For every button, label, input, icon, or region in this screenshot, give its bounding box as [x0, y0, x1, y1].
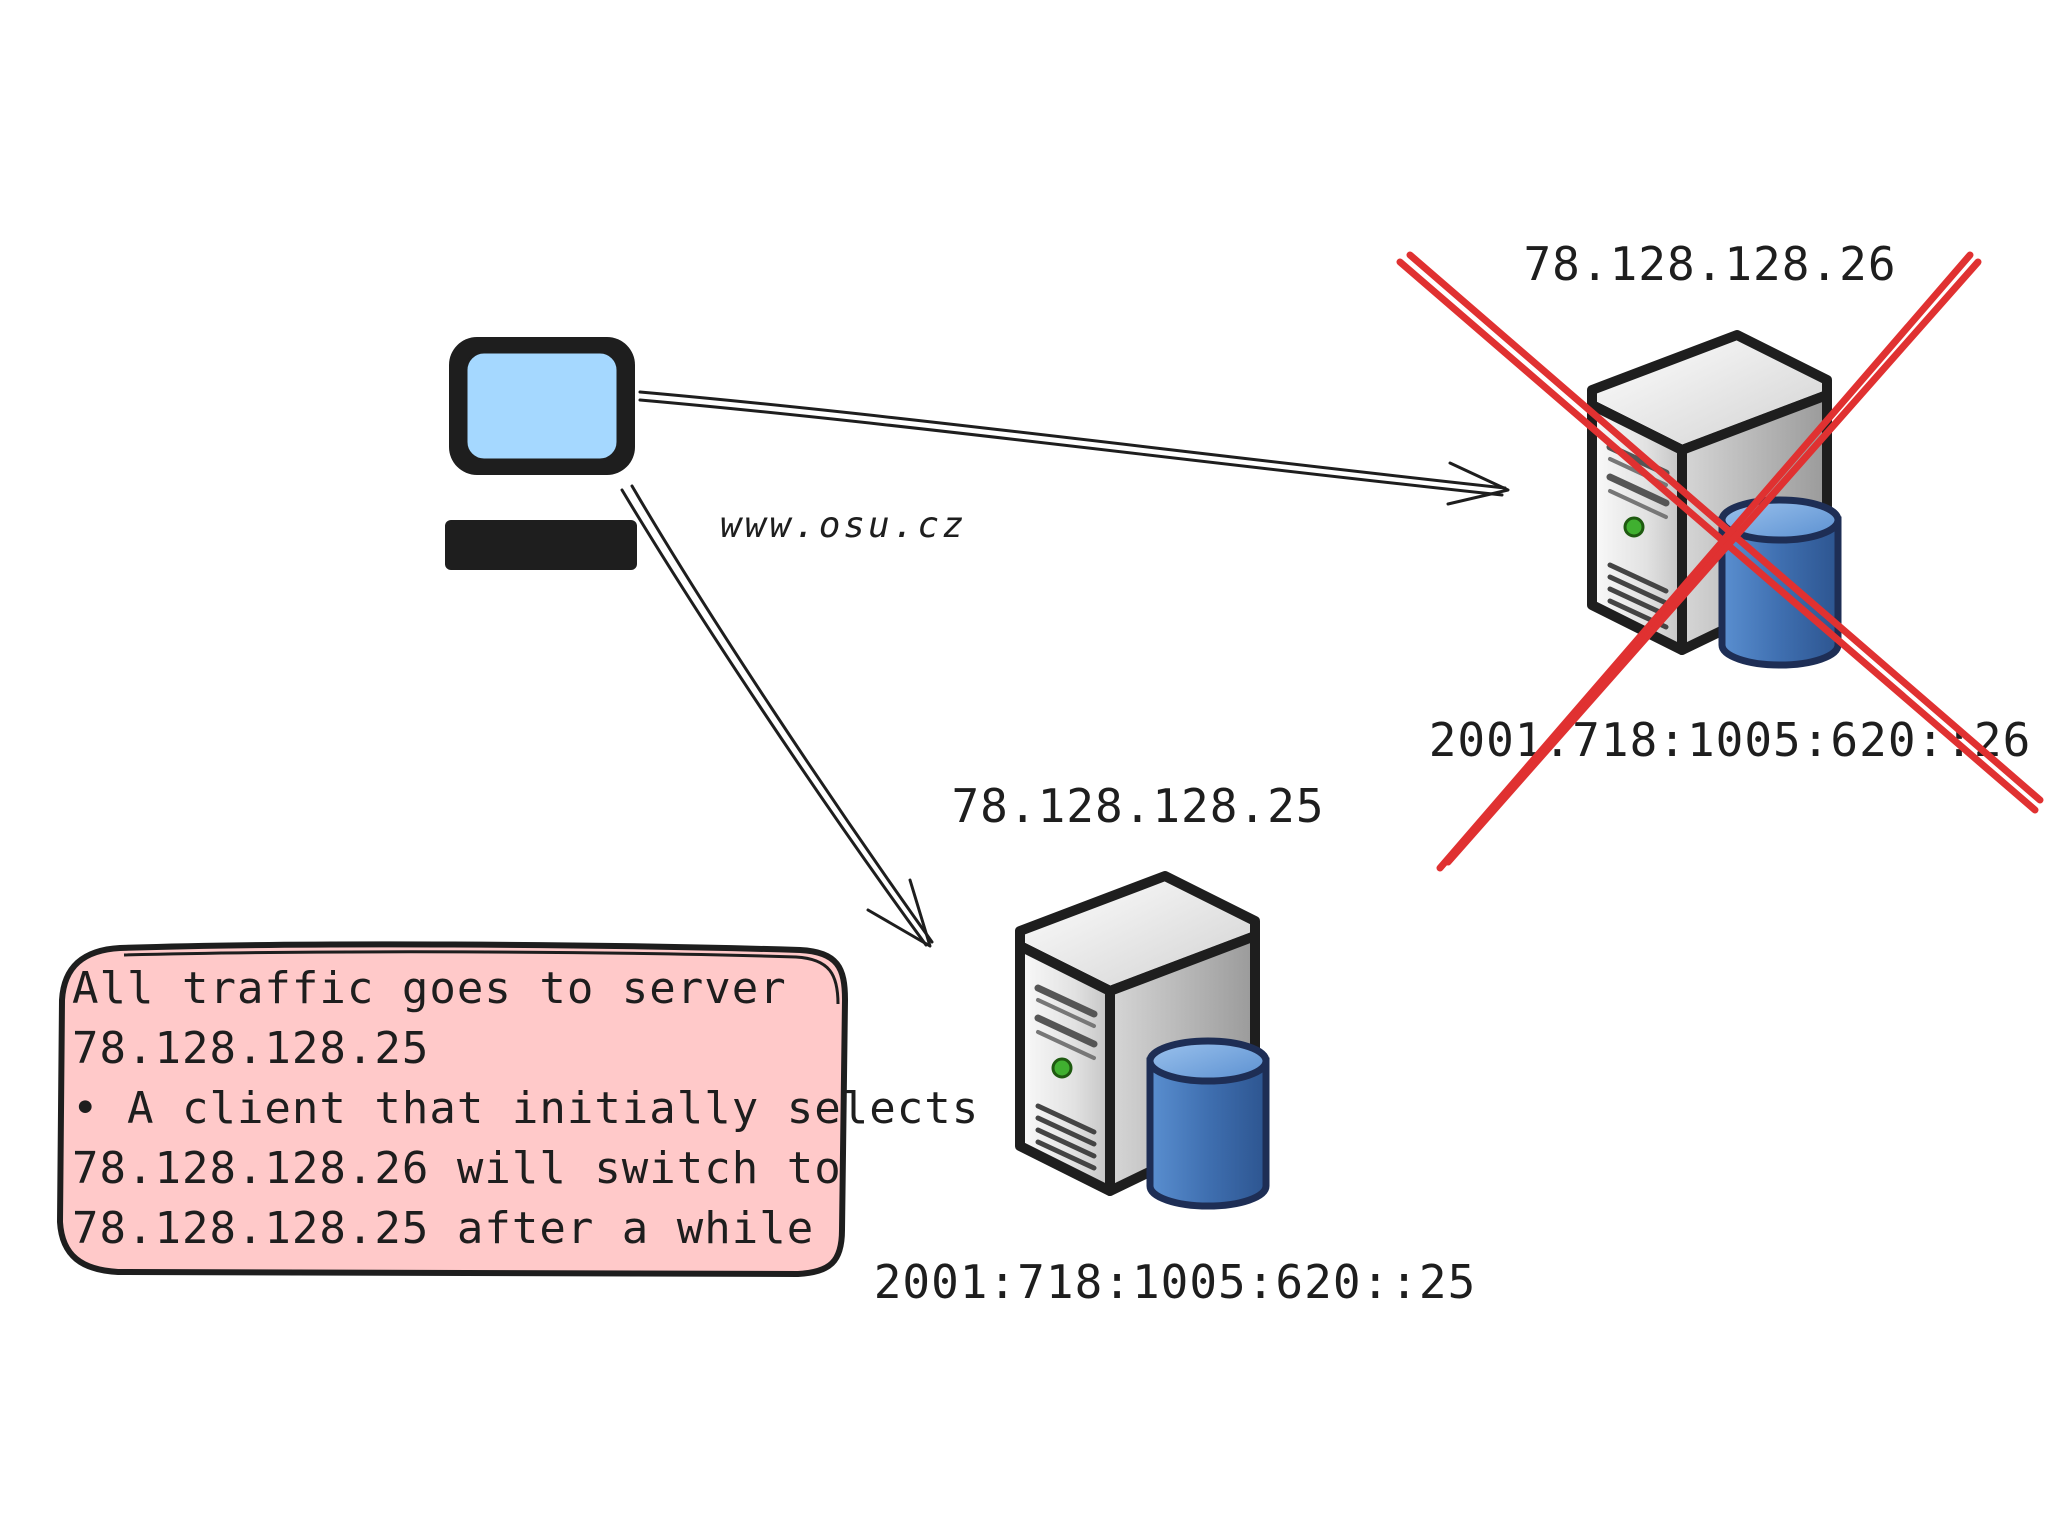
server-icon — [1020, 876, 1266, 1206]
computer-icon — [445, 337, 637, 570]
monitor-screen — [464, 350, 620, 462]
note-line-1: All traffic goes to server — [72, 963, 787, 1014]
server-26: 78.128.128.26 2001:718:1005:620::26 — [1396, 237, 2044, 872]
server-25: 78.128.128.25 2001:718:1005:620::25 — [874, 779, 1477, 1309]
server-26-ipv4: 78.128.128.26 — [1523, 237, 1896, 291]
arrow-icon — [866, 878, 932, 948]
arrow-icon — [1446, 461, 1510, 506]
arrow-to-server-26 — [638, 390, 1510, 506]
client-computer: www.osu.cz — [445, 337, 967, 570]
note-line-4: 78.128.128.26 will switch to — [72, 1143, 842, 1194]
keyboard — [445, 520, 637, 570]
note-box: All traffic goes to server 78.128.128.25… — [57, 941, 979, 1277]
note-line-2: 78.128.128.25 — [72, 1023, 429, 1074]
note-line-3: • A client that initially selects — [72, 1083, 979, 1134]
arrow-to-server-25 — [620, 484, 934, 948]
server-26-ipv6: 2001:718:1005:620::26 — [1429, 713, 2032, 767]
server-icon — [1592, 335, 1838, 665]
server-25-ipv6: 2001:718:1005:620::25 — [874, 1255, 1477, 1309]
note-line-5: 78.128.128.25 after a while — [72, 1203, 814, 1254]
server-25-ipv4: 78.128.128.25 — [951, 779, 1324, 833]
cross-icon — [1396, 251, 2044, 872]
domain-label: www.osu.cz — [720, 505, 967, 546]
